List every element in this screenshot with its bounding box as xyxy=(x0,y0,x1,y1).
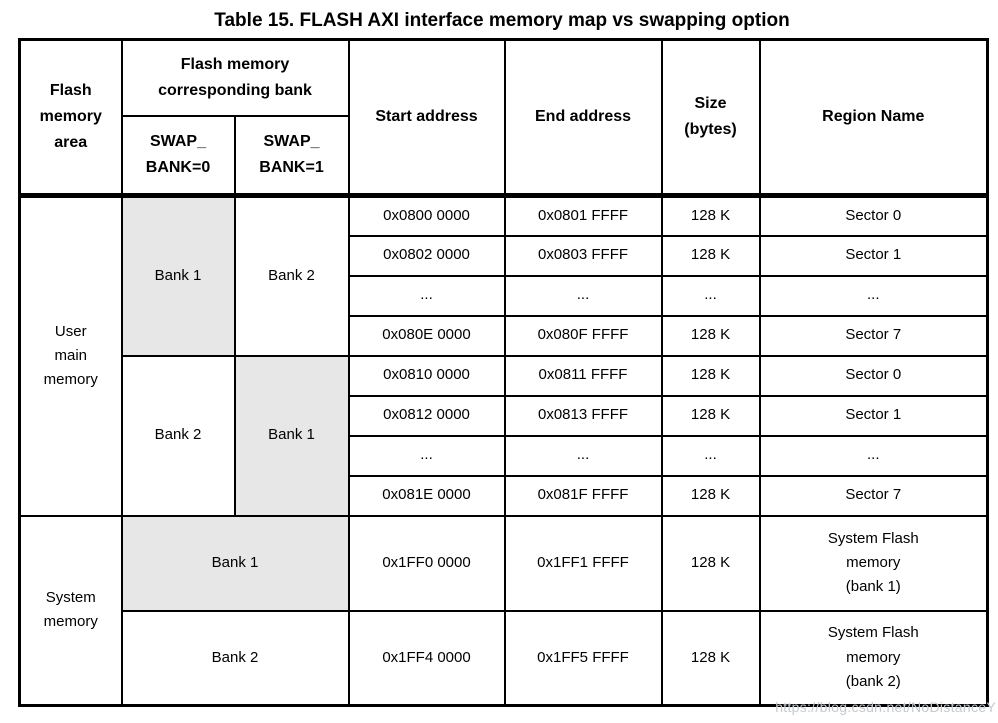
start-address-cell: 0x0812 0000 xyxy=(347,394,506,437)
end-address-cell: 0x0801 FFFF xyxy=(503,194,663,237)
col-header-swap-bank-1: SWAP_ BANK=1 xyxy=(233,114,350,198)
table-row: 0x0802 0000 0x0803 FFFF 128 K Sector 1 xyxy=(20,234,989,277)
table-row: ... ... ... ... xyxy=(20,274,989,317)
end-address-cell: 0x081F FFFF xyxy=(503,474,663,517)
start-address-cell: 0x080E 0000 xyxy=(347,314,506,357)
end-address-cell: ... xyxy=(503,434,663,477)
size-cell: 128 K xyxy=(660,354,761,397)
region-name-cell: Sector 0 xyxy=(758,194,989,237)
col-header-size-bytes: Size (bytes) xyxy=(660,38,761,198)
region-name-cell: System Flash memory (bank 2) xyxy=(758,609,989,707)
region-name-cell: ... xyxy=(758,434,989,477)
end-address-cell: 0x0803 FFFF xyxy=(503,234,663,277)
region-name-cell: Sector 1 xyxy=(758,394,989,437)
table-row: User main memory Bank 1 Bank 2 0x0800 00… xyxy=(18,194,989,517)
start-address-cell: ... xyxy=(347,434,506,477)
table-row: ... ... ... ... xyxy=(20,434,989,477)
col-header-corresponding-bank: Flash memory corresponding bank xyxy=(120,38,350,117)
size-cell: 128 K xyxy=(660,474,761,517)
size-cell: 128 K xyxy=(660,194,761,237)
end-address-cell: 0x0813 FFFF xyxy=(503,394,663,437)
start-address-cell: 0x0802 0000 xyxy=(347,234,506,277)
size-cell: 128 K xyxy=(660,514,761,612)
size-cell: ... xyxy=(660,434,761,477)
size-cell: 128 K xyxy=(660,394,761,437)
table-row: Bank 2 Bank 1 0x0810 0000 0x0811 FFFF 12… xyxy=(20,354,989,517)
table-row: 0x080E 0000 0x080F FFFF 128 K Sector 7 xyxy=(20,314,989,357)
start-address-cell: 0x081E 0000 xyxy=(347,474,506,517)
table-row: Bank 2 0x1FF4 0000 0x1FF5 FFFF 128 K Sys… xyxy=(20,609,989,707)
end-address-cell: 0x080F FFFF xyxy=(503,314,663,357)
swap0-bank-cell: Bank 1 xyxy=(120,194,236,357)
system-bank-cell: Bank 1 xyxy=(120,514,350,612)
col-header-end-address: End address xyxy=(503,38,663,198)
table-row: 0x081E 0000 0x081F FFFF 128 K Sector 7 xyxy=(20,474,989,517)
start-address-cell: 0x0810 0000 xyxy=(347,354,506,397)
region-name-cell: Sector 7 xyxy=(758,314,989,357)
size-cell: 128 K xyxy=(660,234,761,277)
flash-area-cell-system-memory: System memory xyxy=(18,514,123,707)
region-name-cell: System Flash memory (bank 1) xyxy=(758,514,989,612)
region-name-cell: Sector 1 xyxy=(758,234,989,277)
col-header-start-address: Start address xyxy=(347,38,506,198)
swap1-bank-cell: Bank 1 xyxy=(233,354,350,517)
region-name-cell: Sector 0 xyxy=(758,354,989,397)
end-address-cell: ... xyxy=(503,274,663,317)
start-address-cell: ... xyxy=(347,274,506,317)
flash-area-cell-user-main-memory: User main memory xyxy=(18,194,123,517)
table-title: Table 15. FLASH AXI interface memory map… xyxy=(214,10,790,31)
size-cell: 128 K xyxy=(660,609,761,707)
size-cell: 128 K xyxy=(660,314,761,357)
swap0-bank-cell: Bank 2 xyxy=(120,354,236,517)
region-name-cell: ... xyxy=(758,274,989,317)
start-address-cell: 0x1FF4 0000 xyxy=(347,609,506,707)
end-address-cell: 0x1FF5 FFFF xyxy=(503,609,663,707)
start-address-cell: 0x1FF0 0000 xyxy=(347,514,506,612)
end-address-cell: 0x1FF1 FFFF xyxy=(503,514,663,612)
col-header-swap-bank-0: SWAP_ BANK=0 xyxy=(120,114,236,198)
table-row: 0x0812 0000 0x0813 FFFF 128 K Sector 1 xyxy=(20,394,989,437)
start-address-cell: 0x0800 0000 xyxy=(347,194,506,237)
region-name-cell: Sector 7 xyxy=(758,474,989,517)
col-header-region-name: Region Name xyxy=(758,38,989,198)
size-cell: ... xyxy=(660,274,761,317)
table-row: System memory Bank 1 0x1FF0 0000 0x1FF1 … xyxy=(18,514,989,707)
flash-memory-map-table: Flash memory area Flash memory correspon… xyxy=(18,38,990,707)
end-address-cell: 0x0811 FFFF xyxy=(503,354,663,397)
system-bank-cell: Bank 2 xyxy=(120,609,350,707)
swap1-bank-cell: Bank 2 xyxy=(233,194,350,357)
col-header-flash-memory-area: Flash memory area xyxy=(18,38,123,198)
